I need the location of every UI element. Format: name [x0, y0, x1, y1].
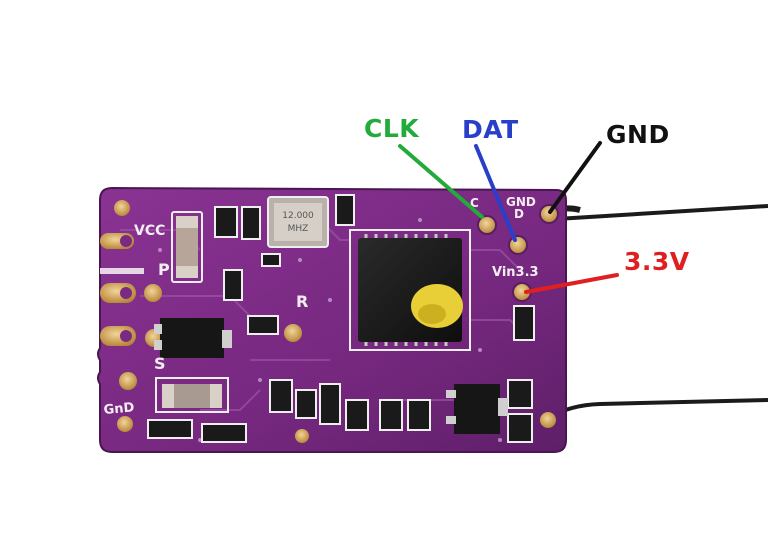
silk-d: D [514, 207, 524, 221]
smd-parts [147, 194, 535, 443]
capacitor-bottom [155, 377, 229, 413]
clk-pointer-line [398, 144, 484, 219]
dat-label: DAT [462, 115, 519, 144]
silk-r: R [296, 292, 308, 311]
capacitor-large [171, 211, 203, 283]
silk-gnd-left: GnD [103, 400, 135, 418]
transistor-right [446, 384, 508, 434]
silk-gnd-right: GND [506, 195, 536, 209]
silk-s: S [154, 354, 166, 373]
crystal-frequency-text: 12.000 [282, 211, 314, 221]
silk-p: P [158, 260, 170, 279]
crystal-unit-text: MHZ [288, 224, 309, 234]
silkscreen-labels: VCC P R S GnD C GND D Vin3.3 [103, 195, 539, 418]
clk-label: CLK [364, 114, 420, 143]
voltage-regulator [154, 318, 232, 358]
gnd-pointer-line [548, 141, 602, 214]
callout-lines [398, 141, 619, 294]
v33-label: 3.3V [624, 247, 690, 276]
crystal-oscillator: 12.000 MHZ [267, 196, 329, 248]
silk-vin: Vin3.3 [492, 265, 539, 280]
dat-pointer-line [474, 144, 517, 242]
v33-pointer-line [524, 273, 619, 294]
antenna-wires [539, 204, 768, 420]
silk-c: C [470, 196, 479, 210]
edge-pads-left [100, 200, 163, 432]
silk-vcc: VCC [134, 223, 165, 239]
gnd-label: GND [606, 120, 670, 149]
mcu-chip [349, 229, 471, 351]
